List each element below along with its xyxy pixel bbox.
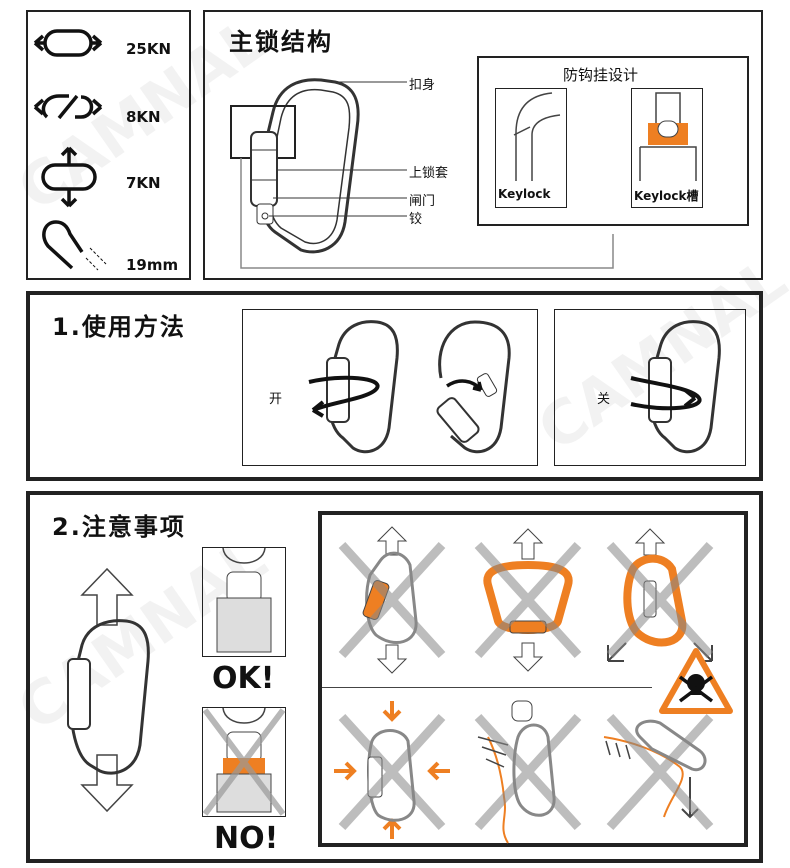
usage-title: 1.使用方法 [52,313,186,341]
open-steps-frame: 开 [242,309,538,466]
misuse-panel [318,511,748,847]
strength-panel: 25KN 8KN 7KN 19mm [26,10,191,280]
open-label: 开 [269,392,283,407]
minor-axis-strength: 7KN [126,174,161,192]
misuse-divider [322,687,652,688]
open-step1-icon [308,320,399,454]
gate-label: 闸门 [409,194,436,209]
warning-skull-icon [659,648,733,714]
wrong-three-way-load-icon [606,528,714,662]
no-sleeve-icon [202,707,286,816]
open-gate-strength: 8KN [126,108,161,126]
structure-title: 主锁结构 [229,28,333,56]
keylock-slot-icon [639,92,697,181]
notes-panel: 2.注意事项 OK! NO! [26,491,763,863]
keylock-nose-icon [513,92,561,181]
open-step2-icon [436,320,511,454]
gate-opening-size: 19mm [126,256,179,274]
no-label: NO! [214,821,279,856]
wrong-compression-icon [334,701,450,839]
body-label: 扣身 [409,78,436,93]
structure-panel: 主锁结构 扣身 上锁套 闸门 铰 防钩挂设计 Keylock [203,10,763,280]
usage-panel: 1.使用方法 开 关 [26,291,763,481]
keylock-detail: Keylock [495,88,567,208]
wrong-gate-load-icon [338,526,446,674]
ok-detail [202,547,286,657]
major-axis-strength: 25KN [126,40,172,58]
major-axis-icon [33,29,103,57]
wrong-rock-contact-icon [603,713,714,831]
keylock-slot-label: Keylock槽 [634,189,699,203]
open-gate-icon [33,94,103,120]
close-step-frame: 关 [554,309,746,466]
correct-load-direction-icon [67,567,150,813]
notes-title: 2.注意事项 [52,513,186,541]
minor-axis-icon [41,146,97,208]
no-detail [202,707,286,817]
close-label: 关 [597,392,611,407]
wrong-minor-axis-icon [474,528,582,672]
carabiner-diagram [230,78,614,269]
close-step-icon [630,320,721,454]
gate-opening-icon [42,220,107,271]
keylock-slot-detail: Keylock槽 [631,88,703,208]
sleeve-label: 上锁套 [409,166,449,181]
antihook-title: 防钩挂设计 [563,66,639,84]
ok-label: OK! [212,661,275,696]
keylock-label: Keylock [498,187,551,201]
hinge-label: 铰 [409,212,423,227]
antihook-box: 防钩挂设计 Keylock Keylock槽 [477,56,749,226]
ok-sleeve-icon [216,547,272,653]
wrong-edge-load-icon [474,700,582,844]
